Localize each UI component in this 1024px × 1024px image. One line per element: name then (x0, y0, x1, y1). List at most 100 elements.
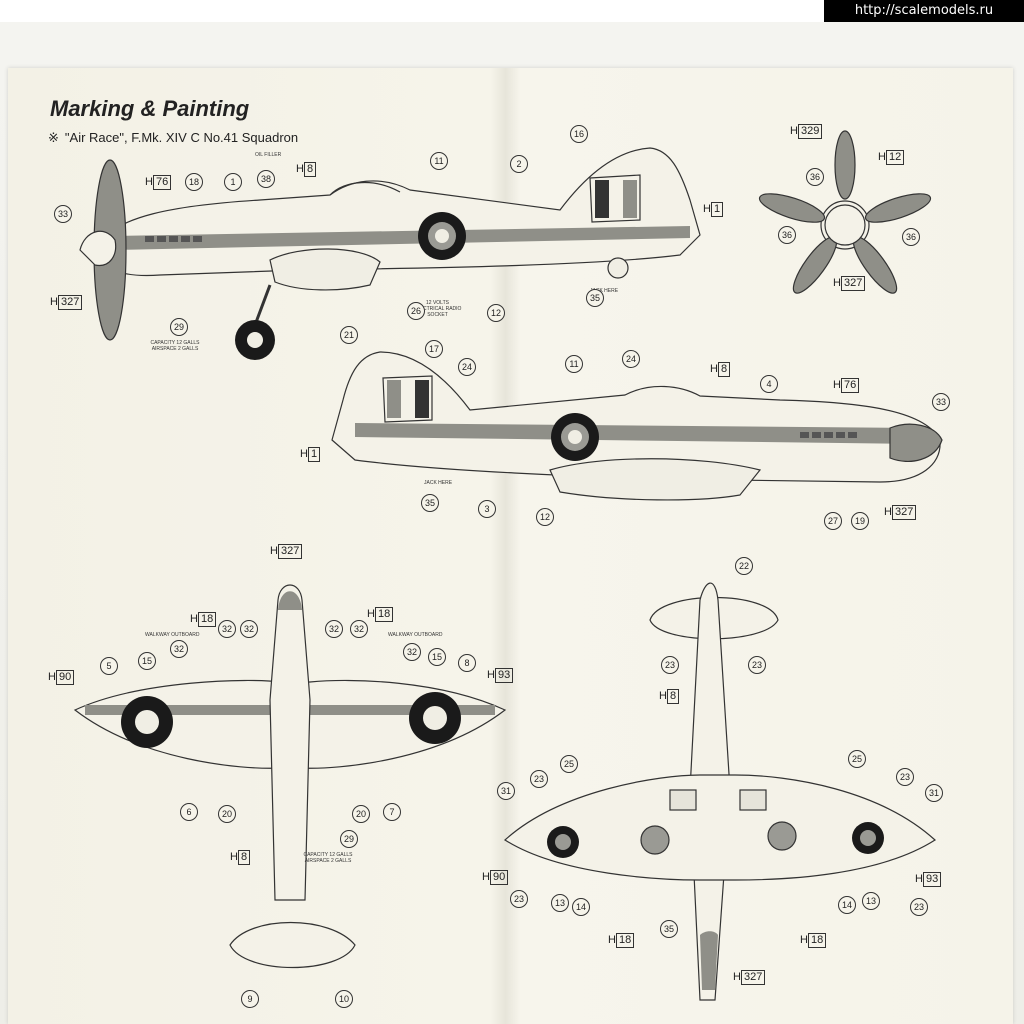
callout-33b: 33 (932, 393, 950, 411)
callout-26: 26 (407, 302, 425, 320)
callout-22: 22 (735, 557, 753, 575)
page-title: Marking & Painting (50, 96, 250, 121)
callout-32a: 32 (170, 640, 188, 658)
callout-33a: 33 (54, 205, 72, 223)
left-side-view (79, 147, 701, 360)
watermark-url: http://scalemodels.ru (824, 0, 1024, 22)
callout-18a: 18 (185, 173, 203, 191)
callout-36b: 36 (778, 226, 796, 244)
callout-24b: 24 (622, 350, 640, 368)
callout-5: 5 (100, 657, 118, 675)
callout-36c: 36 (902, 228, 920, 246)
top-view (73, 584, 507, 968)
callout-29b: 29 (340, 830, 358, 848)
tail-wheel (607, 257, 629, 279)
callout-14a: 14 (572, 898, 590, 916)
callout-23d: 23 (896, 768, 914, 786)
callout-14b: 14 (838, 896, 856, 914)
subtitle-text: "Air Race", F.Mk. XIV C No.41 Squadron (64, 130, 299, 145)
callout-32d: 32 (325, 620, 343, 638)
callout-11b: 11 (565, 355, 583, 373)
callout-16: 16 (570, 125, 588, 143)
note-jack-here-2: JACK HERE (424, 480, 453, 486)
callout-10: 10 (335, 990, 353, 1008)
callout-17: 17 (425, 340, 443, 358)
callout-3: 3 (478, 500, 496, 518)
callout-31b: 31 (925, 784, 943, 802)
callout-35b: 35 (421, 494, 439, 512)
callout-12a: 12 (487, 304, 505, 322)
callout-19: 19 (851, 512, 869, 530)
callout-12b: 12 (536, 508, 554, 526)
callout-2: 2 (510, 155, 528, 173)
propeller-front-view (758, 130, 932, 294)
bottom-view (504, 582, 936, 1001)
note-capacity-2: CAPACITY 12 GALLS AIRSPACE 2 GALLS (303, 852, 353, 864)
callout-13b: 13 (862, 892, 880, 910)
callout-20b: 20 (352, 805, 370, 823)
callout-38: 38 (257, 170, 275, 188)
callout-15b: 15 (428, 648, 446, 666)
callout-24a: 24 (458, 358, 476, 376)
note-walkway-left: WALKWAY OUTBOARD (145, 632, 200, 638)
fuselage-band (110, 226, 690, 250)
callout-23c: 23 (530, 770, 548, 788)
callout-8: 8 (458, 654, 476, 672)
note-capacity-1: CAPACITY 12 GALLS AIRSPACE 2 GALLS (150, 340, 200, 352)
note-radio-socket: 12 VOLTS ELECTRICAL RADIO SOCKET (413, 300, 462, 318)
callout-23f: 23 (910, 898, 928, 916)
callout-4: 4 (760, 375, 778, 393)
callout-32f: 32 (403, 643, 421, 661)
callout-35c: 35 (660, 920, 678, 938)
callout-23a: 23 (661, 656, 679, 674)
callout-1: 1 (224, 173, 242, 191)
callout-21: 21 (340, 326, 358, 344)
callout-36a: 36 (806, 168, 824, 186)
page-subtitle: ※"Air Race", F.Mk. XIV C No.41 Squadron (48, 130, 298, 146)
callout-7: 7 (383, 803, 401, 821)
callout-13a: 13 (551, 894, 569, 912)
fin-flash-dark (595, 180, 609, 218)
callout-29a: 29 (170, 318, 188, 336)
callout-23b: 23 (748, 656, 766, 674)
note-walkway-right: WALKWAY OUTBOARD (388, 632, 443, 638)
callout-32e: 32 (350, 620, 368, 638)
callout-23e: 23 (510, 890, 528, 908)
callout-27: 27 (824, 512, 842, 530)
callout-35a: 35 (586, 289, 604, 307)
note-oil-filler: OIL FILLER (255, 152, 282, 158)
note-jack-here-1: JACK HERE (590, 288, 619, 294)
callout-9: 9 (241, 990, 259, 1008)
right-side-view (331, 351, 943, 501)
callout-20a: 20 (218, 805, 236, 823)
callout-11: 11 (430, 152, 448, 170)
callout-31a: 31 (497, 782, 515, 800)
callout-15a: 15 (138, 652, 156, 670)
callout-32b: 32 (218, 620, 236, 638)
callout-25b: 25 (848, 750, 866, 768)
callout-32c: 32 (240, 620, 258, 638)
